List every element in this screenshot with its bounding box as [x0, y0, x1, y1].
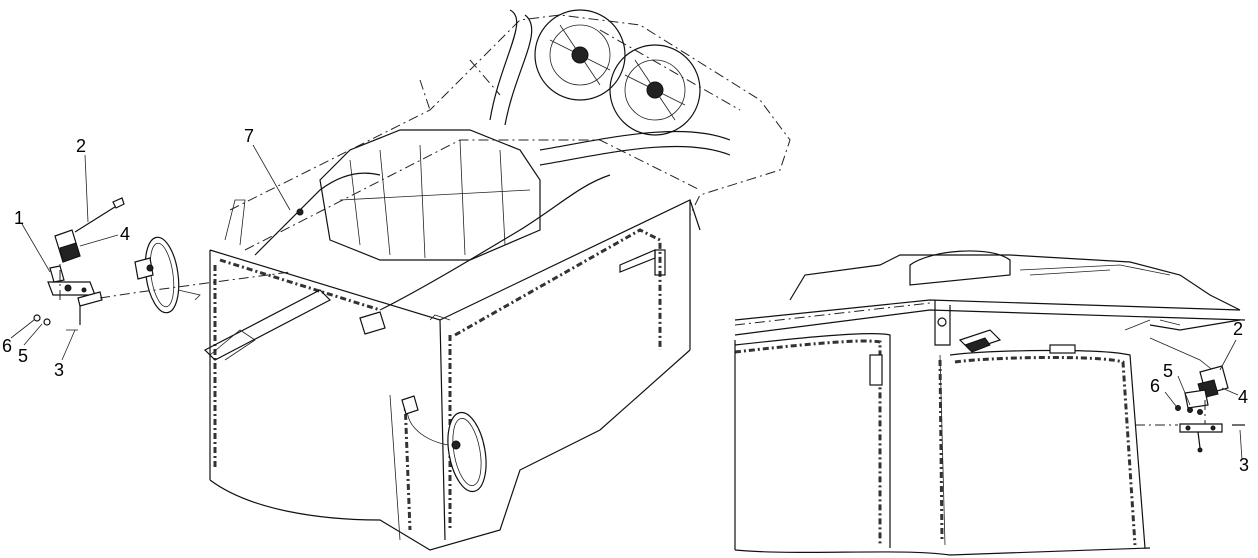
detail-view-illustration	[734, 250, 1246, 556]
callout-4: 4	[120, 224, 130, 244]
main-exploded-parts	[33, 197, 291, 331]
callout-1: 1	[14, 208, 24, 228]
detail-callout-4: 4	[1238, 387, 1248, 407]
detail-callout-6: 6	[1150, 376, 1160, 396]
callout-7: 7	[244, 126, 254, 146]
right-mirror	[401, 395, 487, 493]
callout-5: 5	[18, 346, 28, 366]
detail-callout-2: 2	[1233, 319, 1243, 339]
main-callouts: 1 2 3 4 5 6 7	[2, 126, 291, 380]
callout-2: 2	[76, 136, 86, 156]
callout-6: 6	[2, 336, 12, 356]
main-machine-illustration	[134, 9, 791, 551]
detail-exploded-parts	[1135, 365, 1245, 453]
callout-3: 3	[54, 360, 64, 380]
detail-callout-3: 3	[1239, 455, 1249, 475]
detail-callout-5: 5	[1163, 361, 1173, 381]
left-mirror	[134, 236, 201, 314]
detail-callouts: 2 3 4 5 6	[1150, 319, 1249, 475]
